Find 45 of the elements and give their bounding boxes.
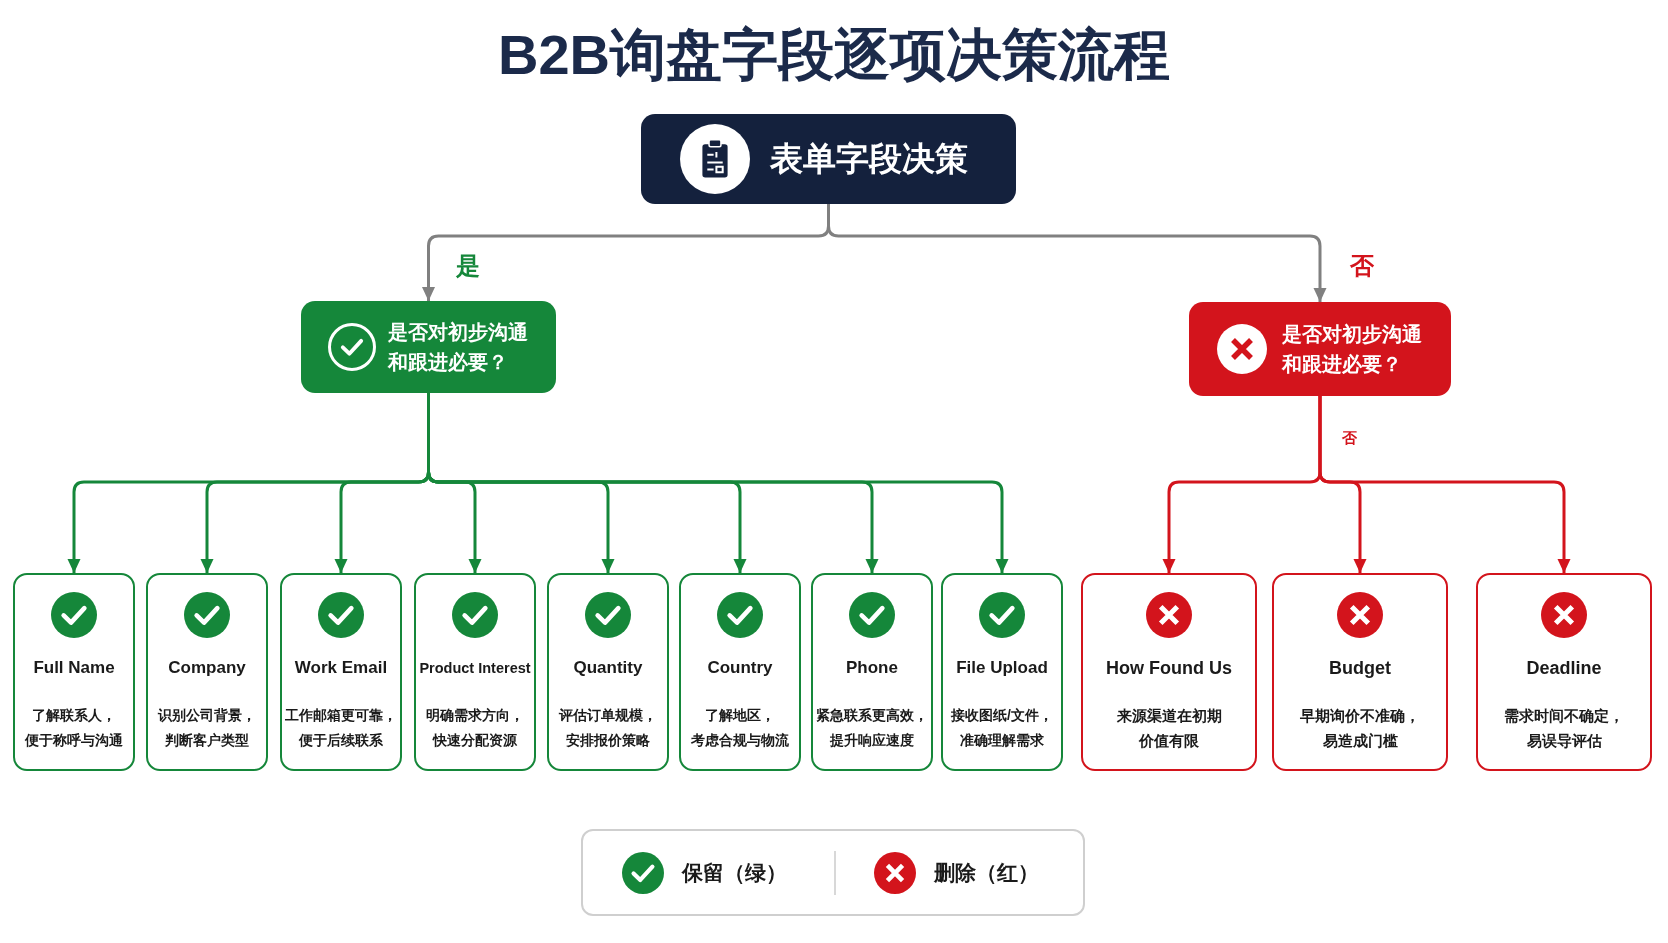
field-name: Product Interest bbox=[419, 659, 531, 678]
field-name: Deadline bbox=[1526, 657, 1602, 680]
field-card bbox=[679, 573, 801, 771]
decision-box bbox=[301, 301, 556, 393]
process-box bbox=[641, 114, 1016, 204]
field-description: 工作邮箱更可靠，便于后续联系 bbox=[284, 706, 398, 750]
field-card bbox=[811, 573, 933, 771]
field-description: 来源渠道在初期价值有限 bbox=[1115, 706, 1223, 751]
field-card bbox=[13, 573, 135, 771]
field-description: 了解地区，考虑合规与物流 bbox=[690, 706, 790, 750]
box-label: 表单字段决策 bbox=[770, 139, 968, 179]
field-name: How Found Us bbox=[1106, 657, 1232, 680]
field-name: Budget bbox=[1329, 657, 1391, 680]
edge-label: 是 bbox=[454, 251, 482, 281]
arrow bbox=[1318, 396, 1571, 573]
field-card bbox=[1081, 573, 1257, 771]
field-description: 评估订单规模，安排报价策略 bbox=[557, 706, 658, 750]
field-description: 需求时间不确定，易误导评估 bbox=[1503, 706, 1625, 751]
field-description: 识别公司背景，判断客户类型 bbox=[156, 706, 257, 750]
field-name: Country bbox=[707, 657, 773, 679]
diagram-title: B2B询盘字段逐项决策流程 bbox=[498, 22, 1170, 88]
field-name: Full Name bbox=[33, 657, 115, 679]
field-card bbox=[280, 573, 402, 771]
field-card bbox=[941, 573, 1063, 771]
field-description: 接收图纸/文件，准确理解需求 bbox=[950, 706, 1054, 750]
field-card bbox=[1272, 573, 1448, 771]
field-card bbox=[1476, 573, 1652, 771]
field-description: 了解联系人，便于称呼与沟通 bbox=[24, 706, 124, 750]
field-name: Company bbox=[168, 657, 246, 679]
field-card bbox=[146, 573, 268, 771]
legend-label: 保留（绿） bbox=[682, 860, 787, 886]
field-name: Phone bbox=[846, 657, 898, 679]
field-description: 早期询价不准确，易造成门槛 bbox=[1299, 706, 1421, 751]
branch-label: 否 bbox=[1341, 429, 1357, 447]
field-card bbox=[547, 573, 669, 771]
decision-box bbox=[1189, 302, 1451, 396]
field-description: 紧急联系更高效，提升响应速度 bbox=[815, 706, 929, 750]
question-text: 是否对初步沟通和跟进必要？ bbox=[388, 320, 529, 375]
field-description: 明确需求方向，快速分配资源 bbox=[425, 706, 525, 750]
field-name: File Upload bbox=[956, 657, 1048, 679]
field-name: Quantity bbox=[573, 657, 643, 679]
field-name: Work Email bbox=[294, 657, 388, 679]
legend-label: 删除（红） bbox=[934, 860, 1039, 886]
question-text: 是否对初步沟通和跟进必要？ bbox=[1282, 322, 1423, 377]
field-card bbox=[414, 573, 536, 771]
